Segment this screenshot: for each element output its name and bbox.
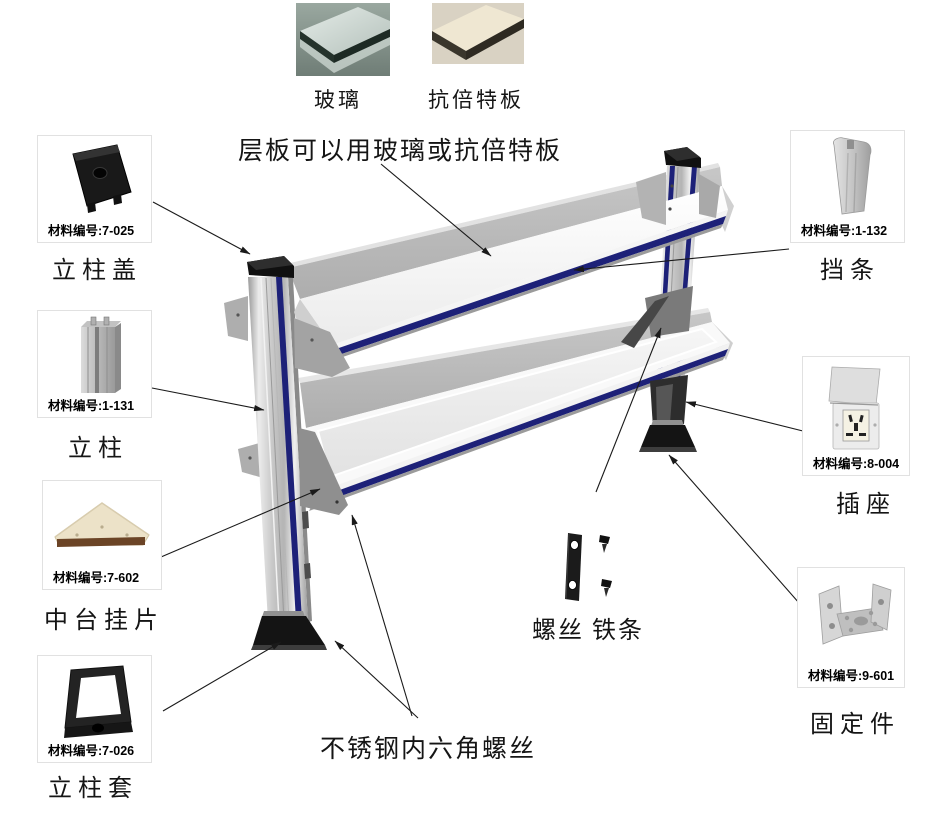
material-code: 材料编号:7-025 (48, 224, 135, 238)
part-box-mid-hanger: 材料编号:7-602 (42, 480, 162, 590)
socket-photo (828, 366, 881, 450)
callout-line-mid-hanger (160, 488, 321, 558)
column-profile-photo (80, 316, 121, 393)
part-label-mid-hanger: 中台挂片 (44, 608, 164, 634)
material-code: 材料编号:1-131 (48, 399, 135, 413)
callout-line-shelf-note (380, 163, 492, 257)
part-label-stop-bar: 挡条 (820, 258, 880, 284)
part-box-column-sleeve: 材料编号:7-026 (37, 655, 152, 763)
part-box-stop-bar: 材料编号:1-132 (790, 130, 905, 243)
part-box-column-cap: 材料编号:7-025 (37, 135, 152, 243)
callout-line-socket (685, 401, 824, 437)
screws-bar-photo (565, 533, 612, 601)
lower-shelf-back-panel (238, 308, 712, 478)
part-label-column: 立柱 (68, 436, 128, 462)
top-shelf-back-panel (224, 163, 722, 341)
screws-bar-label: 螺丝 铁条 (532, 618, 644, 644)
part-label-column-cap: 立柱盖 (52, 258, 142, 284)
lower-shelf (306, 322, 733, 511)
stop-bar-photo (832, 137, 871, 215)
callout-line-fixing (668, 454, 815, 621)
part-box-fixing: 材料编号:9-601 (797, 567, 905, 688)
column-cap-photo (71, 144, 132, 213)
callout-line-column-cap (152, 201, 251, 255)
callout-line-column-sleeve (162, 641, 282, 712)
laminate-photo (432, 3, 524, 64)
callout-line-hex-screws-a (351, 514, 413, 717)
top-shelf (294, 186, 734, 363)
part-label-column-sleeve: 立柱套 (48, 776, 138, 802)
column-sleeve-photo (63, 665, 133, 738)
part-box-socket: 材料编号:8-004 (802, 356, 910, 476)
callout-line-column (151, 387, 265, 412)
material-code: 材料编号:1-132 (801, 224, 888, 238)
laminate-label: 抗倍特板 (428, 88, 524, 112)
callout-line-hex-screws-b (334, 640, 419, 719)
shelf-note: 层板可以用玻璃或抗倍特板 (238, 138, 563, 165)
glass-label: 玻璃 (314, 88, 362, 112)
callout-line-stop-bar (573, 248, 790, 273)
mid-hanger-photo (54, 502, 150, 547)
material-code: 材料编号:9-601 (808, 669, 895, 683)
callout-line-screws-bar (595, 327, 662, 493)
part-label-fixing: 固定件 (810, 712, 900, 738)
glass-photo (296, 3, 390, 76)
fixing-bracket-photo (818, 583, 892, 645)
material-code: 材料编号:7-026 (48, 744, 135, 758)
part-label-socket: 插座 (836, 492, 896, 518)
part-box-column: 材料编号:1-131 (37, 310, 152, 418)
left-column (248, 277, 312, 622)
material-code: 材料编号:7-602 (53, 571, 140, 585)
material-code: 材料编号:8-004 (813, 457, 900, 471)
column-caps-feet (247, 147, 701, 650)
hex-screws-label: 不锈钢内六角螺丝 (320, 736, 537, 763)
shelf-brackets (236, 172, 720, 515)
